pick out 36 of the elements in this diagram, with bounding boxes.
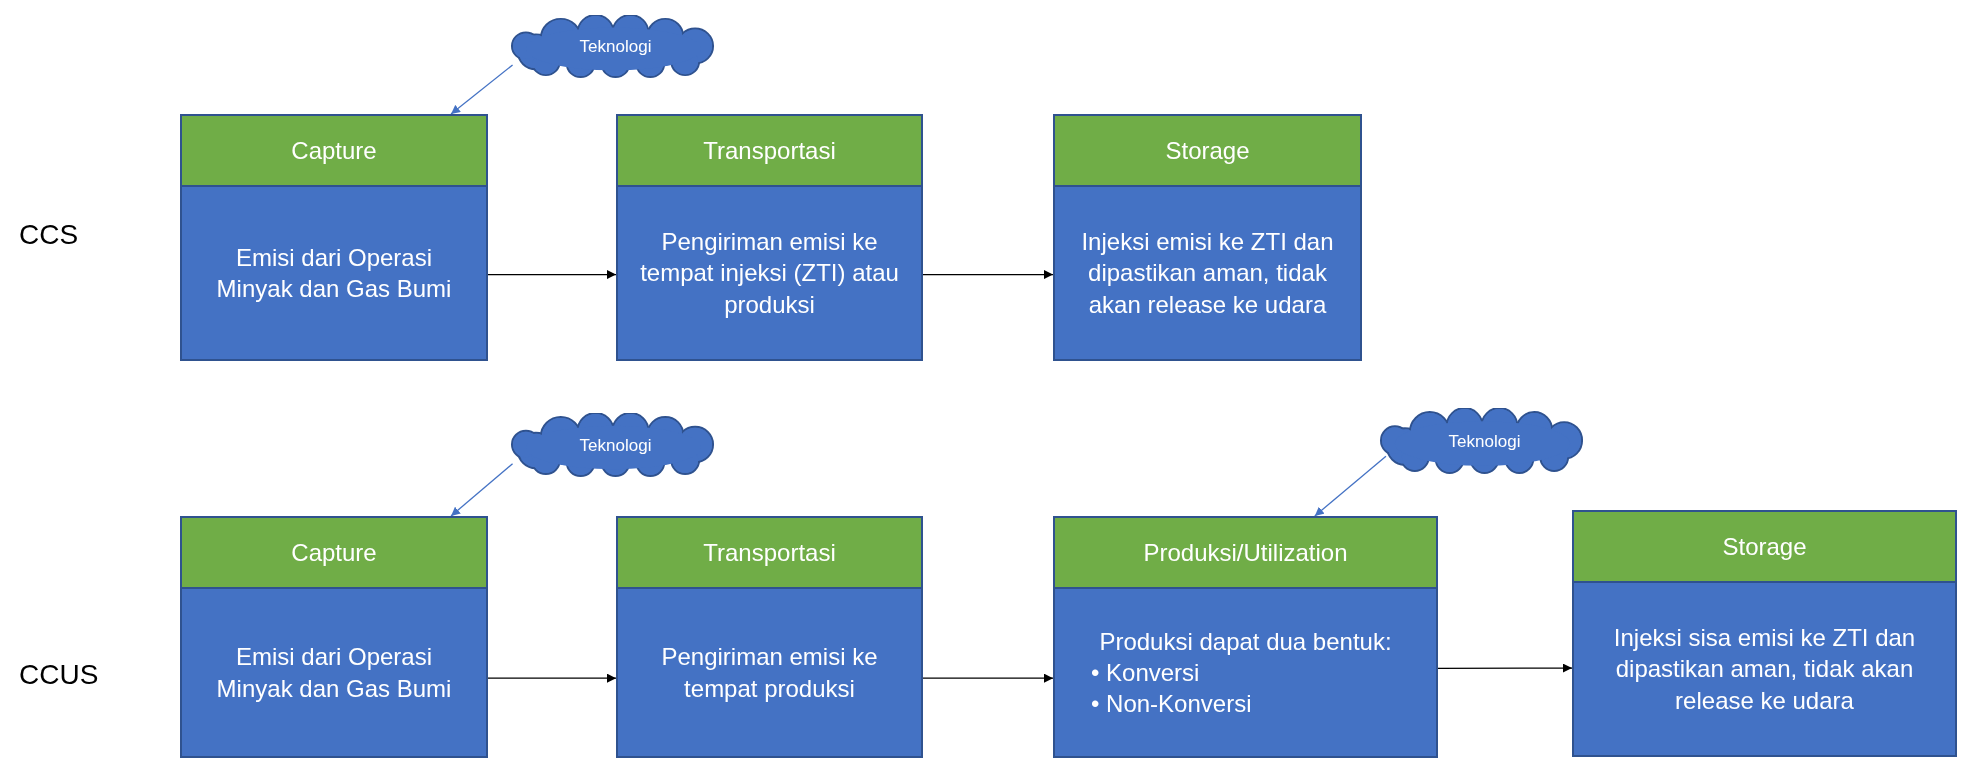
cloud-label: Teknologi: [1448, 430, 1521, 453]
row-label: CCS: [19, 218, 79, 252]
arrow: [487, 270, 617, 280]
arrow: [450, 64, 514, 115]
cloud-label: Teknologi: [579, 434, 652, 457]
header-band: Capture: [182, 116, 486, 187]
process-box: [1053, 516, 1438, 758]
bullet-item: • Non-Konversi: [1091, 689, 1252, 720]
arrow: [1437, 663, 1573, 673]
bullet-item: • Konversi: [1091, 657, 1201, 688]
header-band: Capture: [182, 518, 486, 589]
process-box: [1572, 510, 1957, 757]
header-band: Transportasi: [618, 116, 921, 187]
arrow: [1314, 455, 1387, 517]
arrow: [922, 673, 1054, 683]
header-band: Transportasi: [618, 518, 921, 589]
process-box: [616, 516, 923, 758]
box-text: Emisi dari Operasi Minyak dan Gas Bumi: [215, 642, 453, 704]
header-band: Produksi/Utilization: [1055, 518, 1436, 589]
row-label: CCUS: [19, 658, 99, 692]
arrow: [450, 463, 514, 517]
process-box: [180, 516, 488, 758]
box-text: Produksi dapat dua bentuk:: [1099, 626, 1392, 657]
process-box: [180, 114, 488, 361]
header-band: Storage: [1574, 512, 1955, 583]
box-text: Pengiriman emisi ke tempat produksi: [660, 642, 879, 704]
box-text: Emisi dari Operasi Minyak dan Gas Bumi: [215, 242, 453, 304]
arrow: [922, 270, 1054, 280]
box-text: Pengiriman emisi ke tempat injeksi (ZTI) atau produksi: [639, 227, 900, 320]
process-box: [616, 114, 923, 361]
box-text: Injeksi emisi ke ZTI dan dipastikan aman, tidak akan release ke udara: [1080, 227, 1335, 320]
arrow: [487, 673, 617, 683]
cloud-label: Teknologi: [579, 36, 652, 59]
box-text: Injeksi sisa emisi ke ZTI dan dipastikan aman, tidak akan release ke udara: [1612, 623, 1917, 716]
header-band: Storage: [1055, 116, 1360, 187]
process-box: [1053, 114, 1362, 361]
